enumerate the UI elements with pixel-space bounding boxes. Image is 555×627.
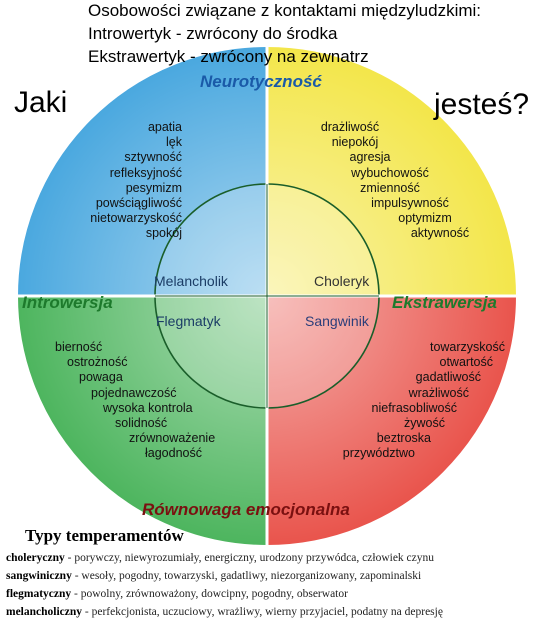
sanguine-name: Sangwinik (305, 313, 369, 329)
trait-item: refleksyjność (109, 165, 182, 180)
header-line-2: Introwertyk - zwrócony do środka (88, 24, 338, 43)
trait-item: pojednawczość (91, 385, 177, 400)
phlegmatic-traits: bierność ostrożność powaga pojednawczość… (55, 340, 215, 462)
trait-item: ostrożność (67, 355, 128, 370)
trait-item: lęk (166, 135, 182, 150)
phlegmatic-name: Flegmatyk (156, 313, 221, 329)
trait-item: towarzyskość (429, 340, 505, 354)
trait-item: żywość (404, 416, 445, 431)
axis-right-label: Ekstrawersja (392, 293, 497, 312)
choleric-traits: drażliwość niepokój agresja wybuchowość … (300, 120, 500, 242)
trait-item: nietowarzyskość (90, 211, 182, 226)
trait-item: przywództwo (342, 446, 415, 461)
question-left: Jaki (14, 86, 68, 119)
axis-bottom-label: Równowaga emocjonalna (142, 500, 350, 519)
trait-item: drażliwość (320, 120, 380, 134)
trait-item: powaga (79, 370, 123, 385)
trait-item: aktywność (410, 226, 470, 241)
header-line-3: Ekstrawertyk - zwrócony na zewnatrz (88, 47, 369, 66)
legend-term: melancholiczny (6, 606, 83, 618)
legend-item: flegmatyczny - powolny, zrównoważony, do… (6, 585, 443, 603)
trait-item: beztroska (376, 431, 431, 446)
sanguine-traits: towarzyskość otwartość gadatliwość wrażl… (343, 340, 505, 462)
trait-item: sztywność (124, 150, 182, 165)
choleric-name: Choleryk (314, 273, 370, 289)
trait-item: bierność (55, 340, 103, 354)
legend-term: flegmatyczny (6, 588, 72, 600)
trait-item: niefrasobliwość (371, 400, 457, 415)
legend-item: sangwiniczny - wesoły, pogodny, towarzys… (6, 567, 443, 585)
temperament-legend: choleryczny - porywczy, niewyrozumiały, … (6, 549, 443, 621)
trait-item: wybuchowość (351, 165, 429, 180)
legend-term: choleryczny (6, 552, 65, 564)
axis-left-label: Introwersja (22, 293, 113, 312)
trait-item: impulsywność (371, 196, 449, 211)
trait-item: wysoka kontrola (103, 400, 193, 415)
legend-description: - porywczy, niewyrozumiały, energiczny, … (64, 552, 435, 564)
trait-item: zmienność (360, 180, 420, 195)
legend-description: - powolny, zrównoważony, dowcipny, pogod… (71, 588, 348, 600)
header-line-1: Osobowości związane z kontaktami międzyl… (88, 1, 482, 20)
trait-item: otwartość (439, 355, 494, 370)
legend-item: melancholiczny - perfekcjonista, uczucio… (6, 603, 443, 621)
legend-title: Typy temperamentów (25, 526, 184, 545)
melancholic-traits: apatia lęk sztywność refleksyjność pesym… (90, 120, 182, 242)
legend-item: choleryczny - porywczy, niewyrozumiały, … (6, 549, 443, 567)
trait-item: wrażliwość (408, 385, 469, 400)
trait-item: solidność (115, 416, 168, 431)
trait-item: spokój (145, 226, 182, 241)
trait-item: zrównoważenie (129, 431, 216, 446)
melancholic-name: Melancholik (154, 273, 228, 289)
trait-item: apatia (147, 120, 182, 134)
trait-item: agresja (349, 150, 391, 165)
axis-top-label: Neurotyczność (200, 72, 322, 91)
trait-item: powściągliwość (95, 196, 182, 211)
legend-description: - perfekcjonista, uczuciowy, wrażliwy, w… (82, 606, 443, 618)
legend-term: sangwiniczny (6, 570, 72, 582)
legend-description: - wesoły, pogodny, towarzyski, gadatliwy… (71, 570, 422, 582)
trait-item: łagodność (145, 446, 202, 461)
trait-item: optymizm (398, 211, 452, 226)
trait-item: niepokój (331, 135, 379, 150)
question-right: jesteś? (434, 88, 530, 121)
trait-item: pesymizm (125, 180, 182, 195)
trait-item: gadatliwość (415, 370, 481, 385)
